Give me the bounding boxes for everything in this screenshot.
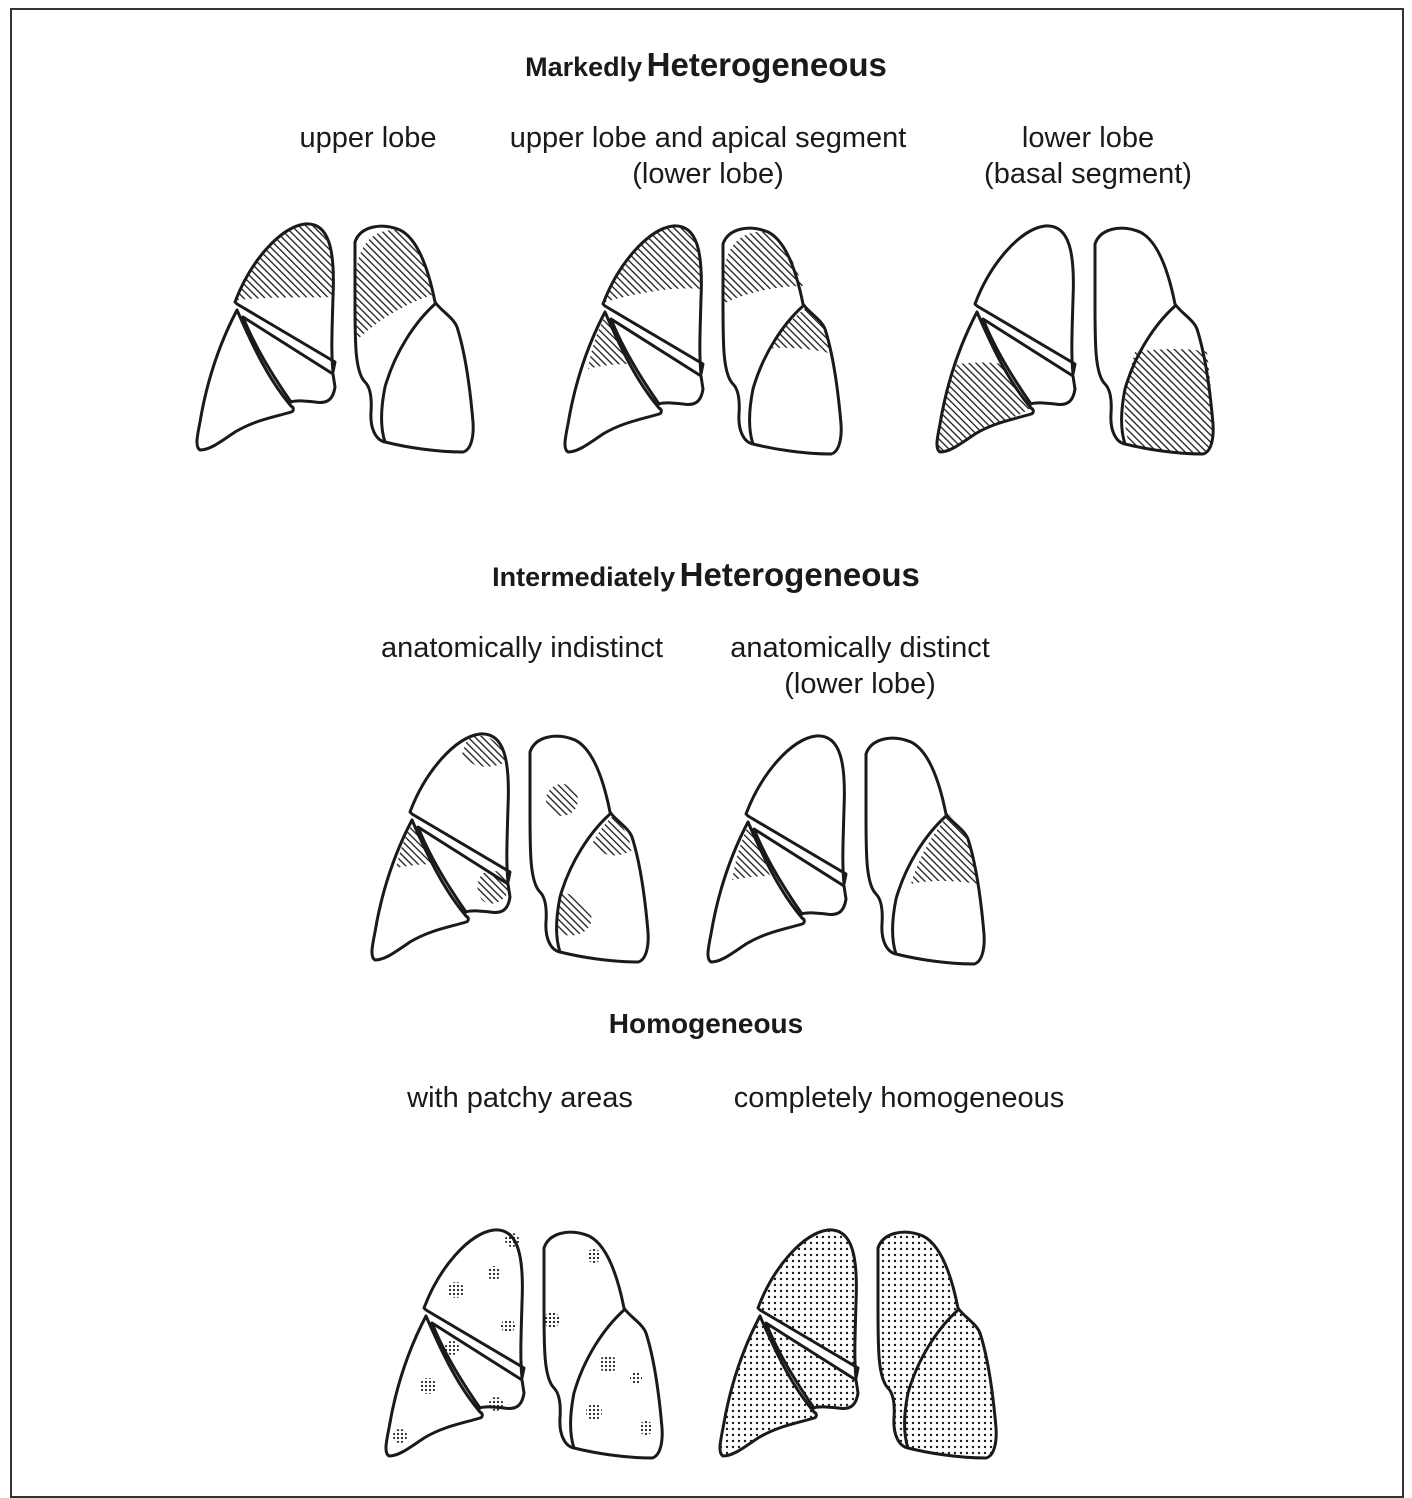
caption-line: upper lobe: [299, 120, 436, 156]
lung-diagram-patchy-areas: [384, 1228, 664, 1460]
section-title-intermediate: Intermediately Heterogeneous: [0, 556, 1412, 594]
lung-diagram-anatomically-distinct: [706, 734, 986, 966]
title-qualifier: Intermediately: [492, 562, 675, 592]
lung-diagram-completely-homogeneous: [718, 1228, 998, 1460]
title-main: Heterogeneous: [647, 46, 887, 83]
lung-diagram-upper-apical: [563, 224, 843, 456]
caption-lower-lobe: lower lobe (basal segment): [984, 120, 1192, 192]
caption-anatomically-indistinct: anatomically indistinct: [381, 630, 663, 666]
caption-line: with patchy areas: [407, 1080, 633, 1116]
caption-upper-lobe: upper lobe: [299, 120, 436, 156]
lung-diagram-anatomically-indistinct: [370, 732, 650, 964]
caption-line: lower lobe: [984, 120, 1192, 156]
lung-diagram-upper-lobe: [195, 222, 475, 454]
title-main: Homogeneous: [609, 1008, 803, 1039]
caption-line: (lower lobe): [510, 156, 907, 192]
title-qualifier: Markedly: [525, 52, 642, 82]
caption-upper-apical: upper lobe and apical segment (lower lob…: [510, 120, 907, 192]
caption-line: upper lobe and apical segment: [510, 120, 907, 156]
section-title-homogeneous: Homogeneous: [0, 1008, 1412, 1040]
caption-line: (basal segment): [984, 156, 1192, 192]
title-main: Heterogeneous: [680, 556, 920, 593]
caption-anatomically-distinct: anatomically distinct (lower lobe): [730, 630, 990, 702]
caption-line: anatomically distinct: [730, 630, 990, 666]
caption-line: anatomically indistinct: [381, 630, 663, 666]
caption-with-patchy-areas: with patchy areas: [407, 1080, 633, 1116]
caption-completely-homogeneous: completely homogeneous: [734, 1080, 1064, 1116]
lung-diagram-lower-lobe: [935, 224, 1215, 456]
caption-line: (lower lobe): [730, 666, 990, 702]
caption-line: completely homogeneous: [734, 1080, 1064, 1116]
section-title-markedly: Markedly Heterogeneous: [0, 46, 1412, 84]
